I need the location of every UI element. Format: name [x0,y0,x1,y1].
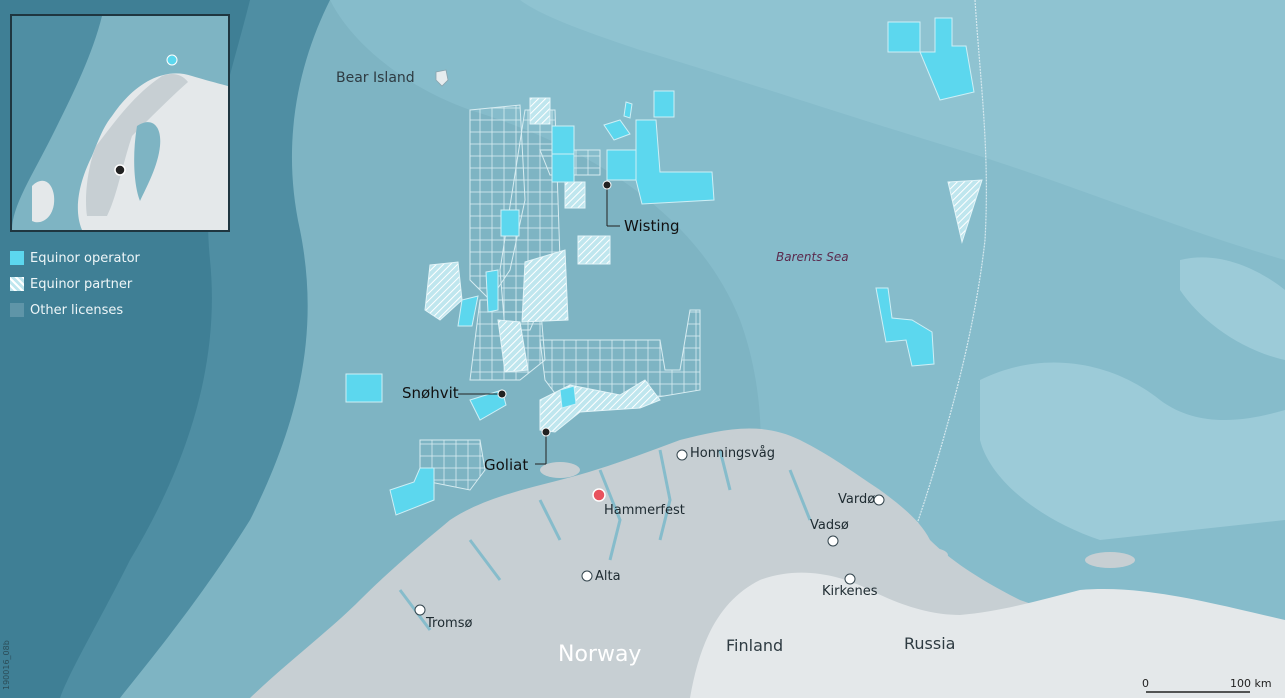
scale-end: 100 km [1230,677,1272,690]
label-norway: Norway [558,642,642,667]
bear-island [435,69,449,87]
legend-label: Equinor operator [30,250,140,266]
fjords [398,449,812,631]
map-code: 190016_08b [2,640,11,690]
label-kirkenes: Kirkenes [822,584,878,599]
varanger-peninsula [809,503,881,571]
label-finland: Finland [726,636,784,655]
label-wisting: Wisting [624,217,680,235]
legend-item-other: Other licenses [10,297,140,323]
label-russia: Russia [904,634,956,653]
coastal-islands [436,433,1135,568]
operator-swatch [10,251,24,265]
other-swatch [10,303,24,317]
legend-label: Other licenses [30,302,124,318]
label-tromso: Tromsø [426,616,473,631]
town-markers [414,449,885,616]
label-alta: Alta [595,569,621,584]
shoal-northeast [1180,257,1285,360]
legend-item-partner: Equinor partner [10,271,140,297]
label-hammerfest: Hammerfest [604,503,685,518]
label-barents-sea: Barents Sea [776,250,849,264]
label-goliat: Goliat [484,456,529,474]
label-bear-island: Bear Island [336,70,415,86]
legend-label: Equinor partner [30,276,133,292]
legend-item-operator: Equinor operator [10,245,140,271]
hammerfest-marker [592,488,606,502]
label-vardo: Vardø [838,492,876,507]
partner-swatch [10,277,24,291]
legend: Equinor operator Equinor partner Other l… [10,245,140,323]
finland-russia-land [690,572,1285,698]
equinor-operator-licenses [345,17,975,516]
label-honningsvag: Honningsvåg [690,446,775,461]
inset-map-canvas [12,16,228,230]
scale-start: 0 [1142,677,1149,690]
field-markers [458,180,620,465]
shoal-east [980,362,1285,540]
label-snohvit: Snøhvit [402,384,459,402]
label-vadso: Vadsø [810,518,849,533]
shallow-sea-north [520,0,1285,260]
inset-map [10,14,230,232]
